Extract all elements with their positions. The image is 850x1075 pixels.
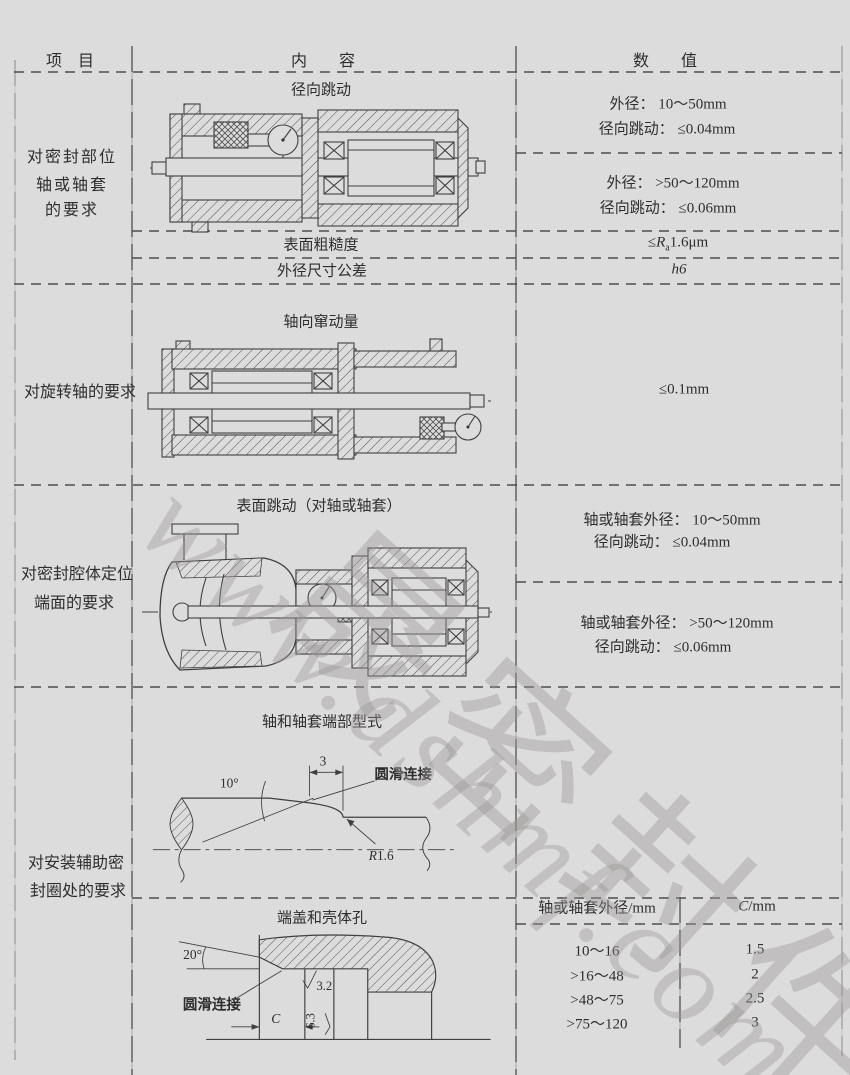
row1-content-title: 径向跳动 xyxy=(290,82,352,99)
end-cover-hole-title: 端盖和壳体孔 xyxy=(276,910,368,927)
row4-item-line2: 封圈处的要求 xyxy=(29,883,127,900)
roughness-3-2-label: 3.2 xyxy=(316,979,332,993)
row3-value-divider xyxy=(516,581,842,583)
c-table-row3-c: 2.5 xyxy=(745,990,765,1007)
c-table-row3-diameter: >48～75 xyxy=(570,992,624,1009)
shaft-end-form-title: 轴和轴套端部型式 xyxy=(261,714,383,731)
c-table-column-divider xyxy=(679,897,681,1048)
face-runout-diagram xyxy=(142,523,492,677)
row3-item-line2: 端面的要求 xyxy=(33,595,115,612)
angle-20deg-label: 20° xyxy=(183,947,202,962)
smooth-connection-label-2: 圆滑连接 xyxy=(183,995,241,1013)
c-table-row2-c: 2 xyxy=(751,966,759,983)
angle-10deg-label: 10° xyxy=(220,776,239,791)
column-divider-item-content xyxy=(131,46,133,1075)
c-table-row2-diameter: >16～48 xyxy=(570,968,624,985)
dim-3-label: 3 xyxy=(320,754,327,769)
od-tolerance-label: 外径尺寸公差 xyxy=(276,263,368,280)
row2-item: 对旋转轴的要求 xyxy=(23,384,137,401)
row1-item-line1: 对密封部位 xyxy=(26,149,118,166)
clearance-c-label: C xyxy=(271,1011,281,1026)
row1-item-line2: 轴或轴套 xyxy=(35,177,109,194)
axial-float-diagram xyxy=(147,338,493,460)
row2-value: ≤0.1mm xyxy=(658,381,710,398)
c-table-row4-c: 3 xyxy=(751,1014,759,1031)
c-table-row1-diameter: 10～16 xyxy=(574,943,620,960)
roughness-6-3-label: 6.3 xyxy=(304,1013,318,1029)
row1-item-line3: 的要求 xyxy=(44,202,100,219)
row3-content-title: 表面跳动（对轴或轴套） xyxy=(236,498,402,515)
header-divider-line xyxy=(14,71,842,73)
table-right-border xyxy=(841,46,843,1056)
c-table-header-c: C/mm xyxy=(738,898,776,915)
row1-value1-line2: 径向跳动： ≤0.04mm xyxy=(598,121,736,138)
table-left-border xyxy=(14,60,16,1060)
subrow1-top-line xyxy=(132,230,842,232)
subrow2-top-line xyxy=(132,257,842,259)
shaft-end-form-diagram: 3 10° 圆滑连接 R1.6 xyxy=(152,754,459,883)
header-item-column: 项 目 xyxy=(45,53,95,70)
column-divider-content-value xyxy=(515,46,517,1075)
row3-value2-line1: 轴或轴套外径： >50～120mm xyxy=(580,615,774,632)
end-cover-hole-diagram: 20° 圆滑连接 3.2 6.3 C xyxy=(178,934,491,1041)
radial-runout-diagram xyxy=(150,103,490,233)
row3-value1-line2: 径向跳动： ≤0.04mm xyxy=(593,534,731,551)
row1-value2-line2: 径向跳动： ≤0.06mm xyxy=(599,200,737,217)
surface-roughness-label: 表面粗糙度 xyxy=(283,237,359,254)
row3-item-line1: 对密封腔体定位 xyxy=(20,566,134,583)
c-table-header-diameter: 轴或轴套外径/mm xyxy=(538,900,656,917)
row4-middle-line xyxy=(132,897,842,899)
row2-content-title: 轴向窜动量 xyxy=(283,314,359,331)
surface-roughness-value: ≤Ra1.6μm xyxy=(647,234,709,254)
smooth-connection-label-1: 圆滑连接 xyxy=(375,765,433,783)
row2-bottom-line xyxy=(14,484,842,486)
row1-value2-line1: 外径： >50～120mm xyxy=(606,175,740,192)
fillet-radius-label: R1.6 xyxy=(368,848,394,863)
row3-value1-line1: 轴或轴套外径： 10～50mm xyxy=(583,512,761,529)
row4-item-line1: 对安装辅助密 xyxy=(27,855,125,872)
c-table-row4-diameter: >75～120 xyxy=(566,1016,628,1033)
c-table-row1-c: 1.5 xyxy=(745,941,765,958)
row1-bottom-line xyxy=(14,283,842,285)
row3-value2-line2: 径向跳动： ≤0.06mm xyxy=(594,639,732,656)
row1-value1-line1: 外径： 10～50mm xyxy=(609,96,727,113)
row1-value-divider xyxy=(516,152,842,154)
header-value-column: 数 值 xyxy=(632,53,698,70)
od-tolerance-value: h6 xyxy=(671,261,687,278)
row3-bottom-line xyxy=(14,686,842,688)
header-content-column: 内 容 xyxy=(290,53,356,70)
